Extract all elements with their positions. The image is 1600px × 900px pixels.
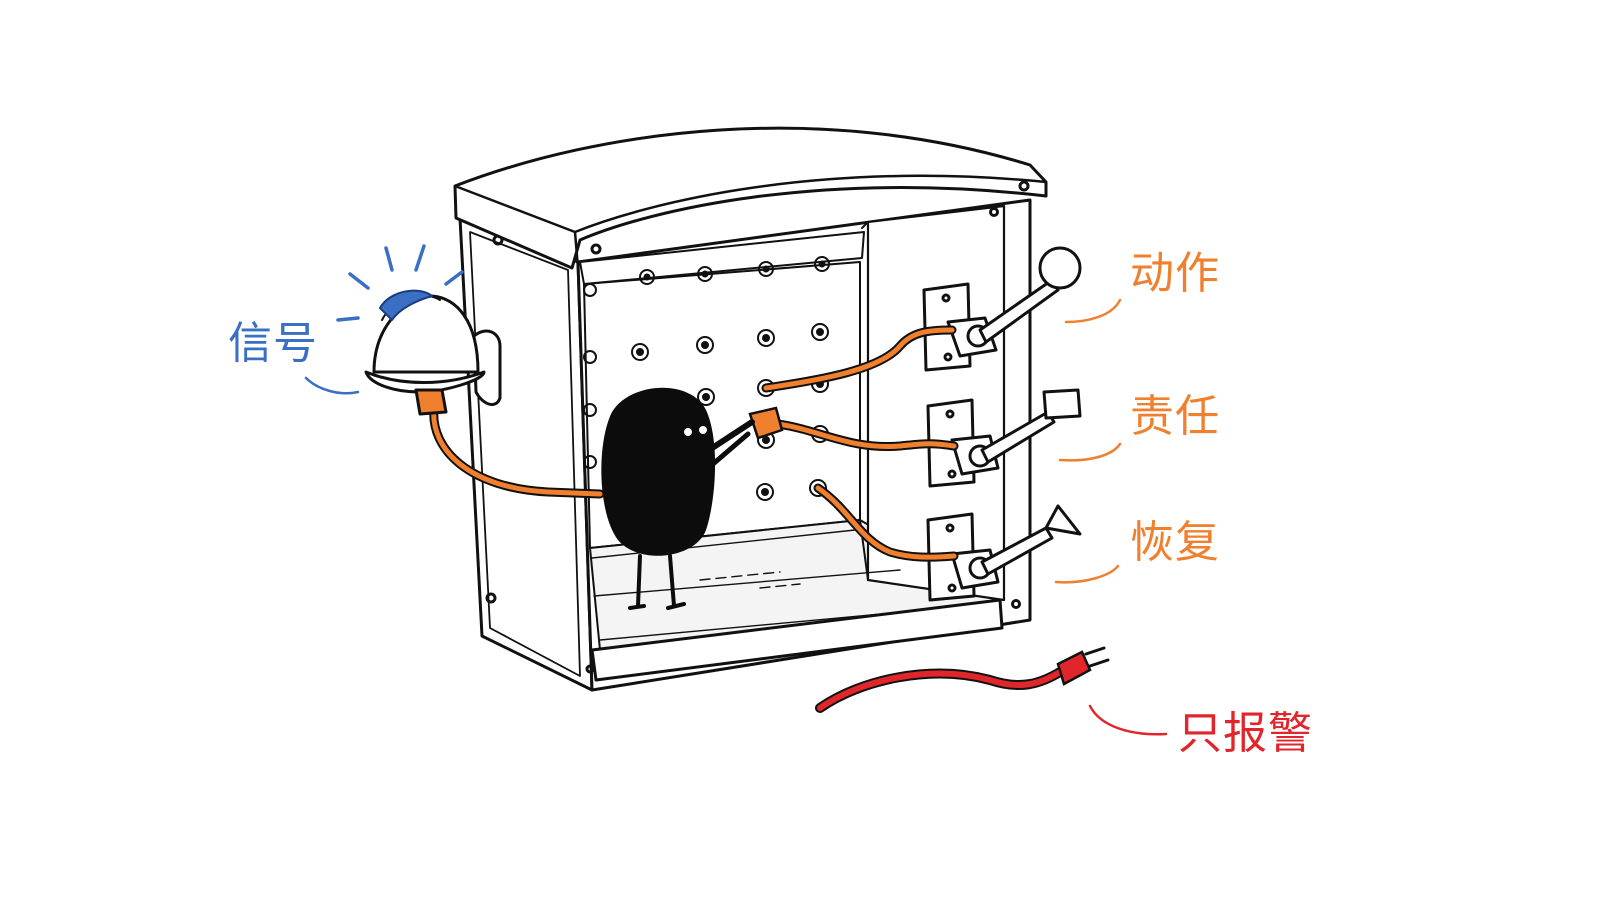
- alarm-beacon-icon: [336, 244, 502, 416]
- cabinet-lid: [453, 126, 1048, 270]
- label-signal: 信号: [228, 318, 318, 369]
- switch-responsibility: [926, 388, 1082, 488]
- label-recovery: 恢复: [1130, 517, 1220, 568]
- cabinet-body: [458, 198, 1032, 692]
- character: [601, 387, 755, 610]
- power-cable: [815, 646, 1110, 713]
- label-responsibility: 责任: [1130, 391, 1220, 442]
- label-alarm-only: 只报警: [1178, 708, 1313, 759]
- label-action: 动作: [1130, 248, 1220, 299]
- lever-square-icon: [1042, 388, 1082, 420]
- leader-lines: [304, 298, 1168, 736]
- lever-ball-icon: [1038, 246, 1082, 290]
- orange-wires: [429, 325, 959, 562]
- lever-triangle-icon: [1044, 504, 1082, 536]
- power-plug-icon: [1056, 646, 1110, 686]
